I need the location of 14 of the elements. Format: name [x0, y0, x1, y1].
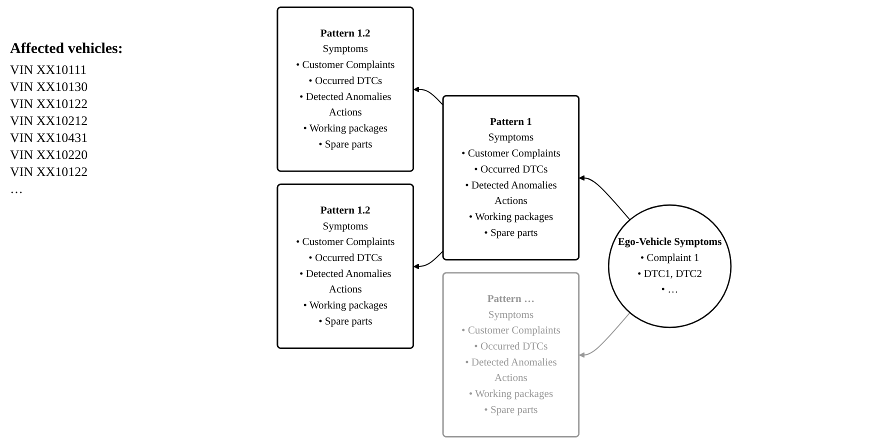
- arrow: [413, 250, 444, 269]
- vehicle-list-text: VIN XX10122: [10, 164, 89, 180]
- vehicle-list-text: …: [10, 181, 24, 197]
- vehicle-list-text: VIN XX10130: [10, 79, 89, 95]
- arrow: [578, 174, 630, 220]
- vehicle-list-text: Affected vehicles:: [10, 41, 124, 58]
- node-circle: Ego-Vehicle Symptoms • Complaint 1 • DTC1, DTC2 • …: [608, 204, 732, 328]
- vehicle-list-text: VIN XX10212: [10, 113, 89, 129]
- vehicle-list-text: VIN XX10111: [10, 62, 88, 78]
- arrow: [578, 312, 630, 358]
- arrow: [413, 86, 444, 106]
- vehicle-list-text: VIN XX10122: [10, 96, 89, 112]
- vehicle-list-text: VIN XX10431: [10, 130, 89, 146]
- vehicle-list-text: VIN XX10220: [10, 147, 89, 163]
